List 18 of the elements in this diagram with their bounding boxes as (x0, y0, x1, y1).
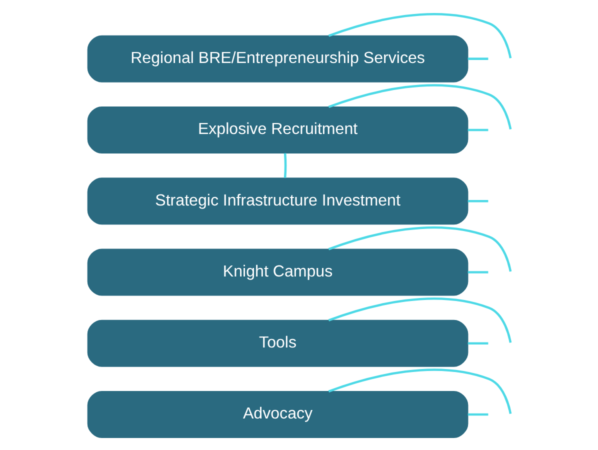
connector (467, 57, 488, 60)
node-box: Strategic Infrastructure Investment (86, 177, 468, 224)
connector (328, 297, 512, 342)
connector (467, 412, 488, 416)
connector (328, 12, 512, 58)
node-box: Knight Campus (86, 248, 468, 296)
connector (328, 368, 512, 414)
connector (467, 128, 488, 131)
node-box: Regional BRE/Entrepreneurship Services (86, 34, 468, 82)
node-box: Tools (86, 319, 468, 366)
node-box: Advocacy (86, 390, 468, 438)
connector (467, 270, 488, 273)
connector (467, 199, 488, 202)
connector (467, 342, 488, 344)
connector (283, 152, 286, 178)
connector (328, 84, 512, 129)
connector (328, 226, 512, 272)
node-box: Explosive Recruitment (86, 106, 468, 153)
